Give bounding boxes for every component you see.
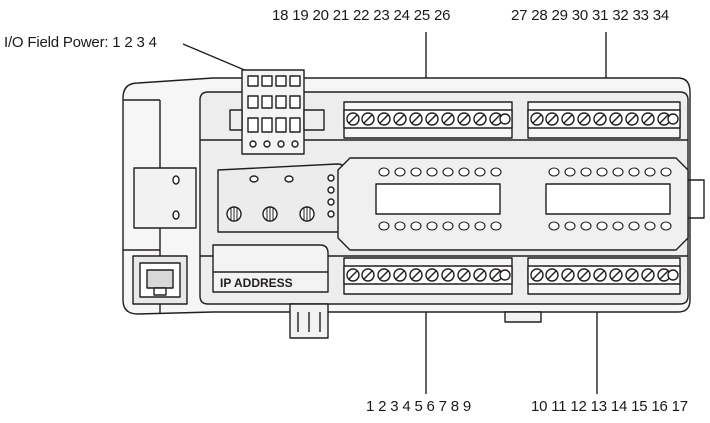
- led-indicator: [474, 221, 486, 231]
- terminal-block-top-left: [343, 101, 513, 139]
- led-indicator: [612, 221, 624, 231]
- side-latch: [688, 179, 705, 219]
- led-indicator: [660, 167, 672, 177]
- foot-tab: [504, 311, 542, 323]
- led-indicator: [580, 167, 592, 177]
- field-power-pin-3: [275, 75, 287, 87]
- led-indicator: [612, 167, 624, 177]
- terminal-block-top-right: [527, 101, 681, 139]
- led-indicator: [628, 167, 640, 177]
- bottom-right-terminal-numbers: 10 11 12 13 14 15 16 17: [531, 398, 688, 415]
- led-indicator: [564, 167, 576, 177]
- bottom-left-terminal-numbers: 1 2 3 4 5 6 7 8 9: [366, 398, 472, 415]
- led-indicator: [458, 167, 470, 177]
- led-indicator: [548, 167, 560, 177]
- led-indicator: [596, 167, 608, 177]
- top-right-terminal-numbers: 27 28 29 30 31 32 33 34: [511, 7, 670, 24]
- top-left-terminal-numbers: 18 19 20 21 22 23 24 25 26: [272, 7, 451, 24]
- led-window-left: [375, 183, 501, 215]
- led-window-right: [545, 183, 671, 215]
- field-power-label: I/O Field Power: 1 2 3 4: [4, 34, 157, 51]
- led-indicator: [564, 221, 576, 231]
- ip-address-text: IP ADDRESS: [220, 276, 293, 290]
- led-indicator: [394, 221, 406, 231]
- led-indicator: [394, 167, 406, 177]
- terminal-block-bottom-right: [527, 257, 681, 295]
- led-indicator: [660, 221, 672, 231]
- led-indicator: [490, 167, 502, 177]
- led-indicator: [378, 221, 390, 231]
- field-power-pin-4: [289, 75, 301, 87]
- led-indicator: [426, 221, 438, 231]
- din-panel: [133, 167, 197, 229]
- led-indicator: [628, 221, 640, 231]
- field-power-pin-2: [261, 75, 273, 87]
- led-indicator: [490, 221, 502, 231]
- field-power-leader: [182, 43, 255, 75]
- led-indicator: [596, 221, 608, 231]
- mount-hole-lower: [172, 210, 180, 220]
- led-indicator: [458, 221, 470, 231]
- ip-address-panel: [212, 244, 329, 293]
- led-indicator: [548, 221, 560, 231]
- led-indicator: [426, 167, 438, 177]
- led-indicator: [410, 167, 422, 177]
- led-indicator: [442, 167, 454, 177]
- led-indicator: [644, 221, 656, 231]
- led-indicator: [580, 221, 592, 231]
- status-panel: [217, 163, 347, 233]
- field-power-pin-1: [247, 75, 259, 87]
- led-indicator: [474, 167, 486, 177]
- mount-hole-upper: [172, 175, 180, 185]
- led-indicator: [644, 167, 656, 177]
- led-indicator: [410, 221, 422, 231]
- led-indicator: [442, 221, 454, 231]
- led-indicator: [378, 167, 390, 177]
- terminal-block-bottom-left: [343, 257, 513, 295]
